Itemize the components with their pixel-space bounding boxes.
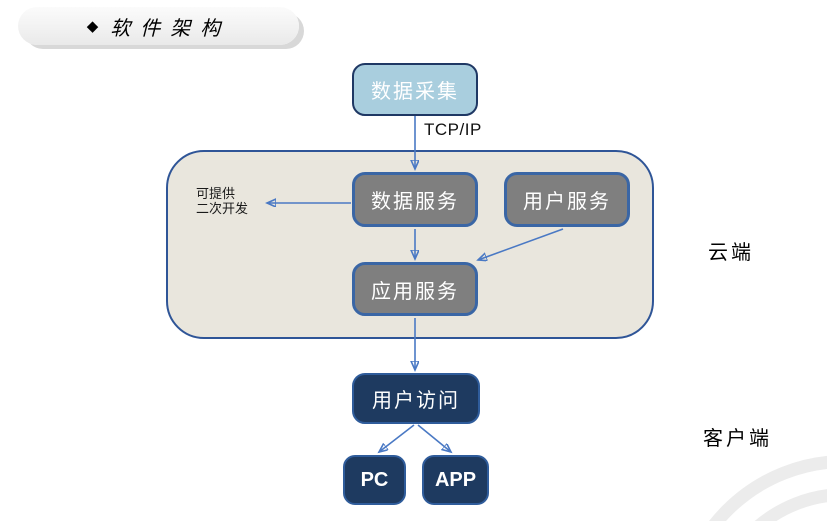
node-data-collection-label: 数据采集	[371, 79, 459, 103]
node-user-service: 用户服务	[504, 172, 630, 227]
section-title: 软件架构	[110, 15, 231, 40]
cloud-side-label: 云端	[708, 240, 754, 264]
secondary-development-note: 可提供 二次开发	[196, 186, 248, 216]
edge-useraccess-to-pc	[379, 424, 415, 452]
node-data-service: 数据服务	[352, 172, 478, 227]
node-user-access-label: 用户访问	[372, 388, 460, 412]
diamond-bullet-icon: ◆	[86, 16, 99, 35]
node-data-collection: 数据采集	[352, 63, 478, 116]
secondary-development-note-line1: 可提供	[196, 186, 236, 201]
node-pc: PC	[343, 455, 406, 505]
node-app-service-label: 应用服务	[371, 278, 459, 303]
client-side-label: 客户端	[703, 426, 772, 450]
node-app: APP	[422, 455, 489, 505]
node-user-service-label: 用户服务	[523, 189, 611, 213]
edge-useraccess-to-app	[417, 424, 451, 452]
secondary-development-note-line2: 二次开发	[196, 201, 249, 216]
node-app-service: 应用服务	[352, 262, 478, 316]
node-data-service-label: 数据服务	[371, 189, 459, 213]
tcpip-label: TCP/IP	[424, 120, 482, 139]
node-pc-label: PC	[360, 468, 389, 491]
node-app-label: APP	[434, 468, 477, 491]
node-user-access: 用户访问	[352, 373, 480, 424]
section-title-pill: ◆ 软件架构	[18, 7, 299, 45]
